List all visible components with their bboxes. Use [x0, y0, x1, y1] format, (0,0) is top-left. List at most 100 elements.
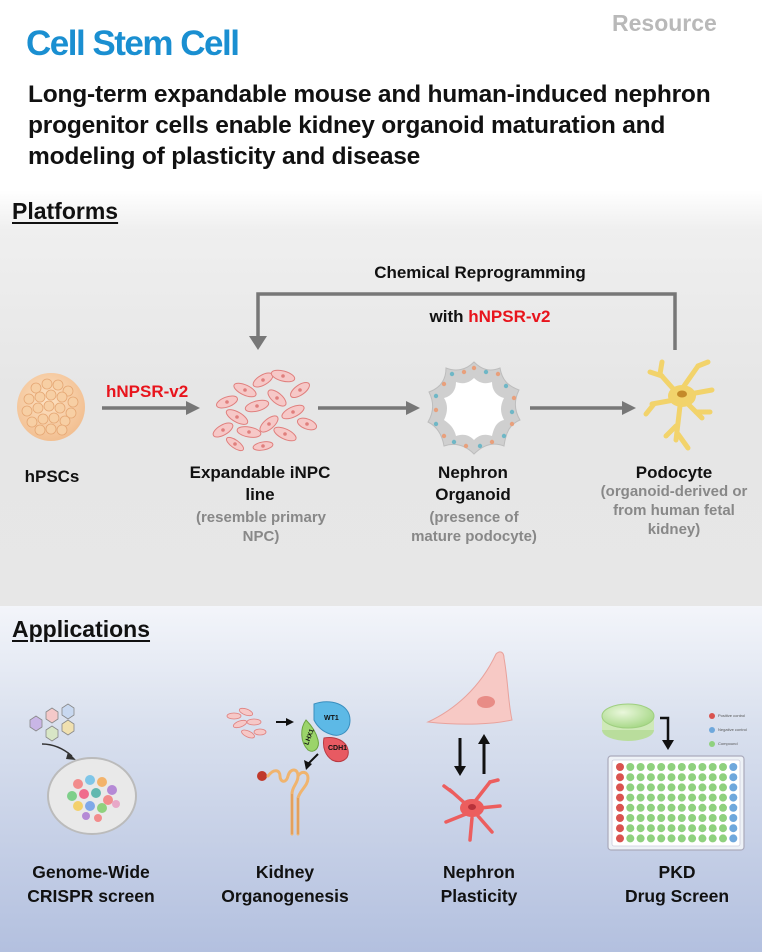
plate-well	[636, 773, 645, 782]
plate-well	[657, 834, 666, 843]
plate-well	[677, 783, 686, 792]
plate-well	[667, 824, 676, 833]
plate-well	[636, 803, 645, 812]
plate-well	[719, 763, 727, 771]
plate-well	[636, 793, 645, 802]
hpsc-colony-icon	[17, 373, 85, 441]
plate-well	[719, 793, 727, 802]
app-plasticity-line2: Plasticity	[440, 886, 518, 906]
plate-well	[646, 763, 655, 771]
plate-well	[698, 814, 707, 822]
plate-well	[698, 834, 707, 843]
plate-well	[667, 773, 676, 782]
plate-well	[677, 773, 686, 782]
pkd-drug-screen-icon: Positive control Negative control Compou…	[601, 703, 747, 851]
plate-well	[698, 793, 707, 802]
plate-well	[657, 763, 666, 771]
plate-well	[708, 824, 717, 833]
plate-well	[616, 763, 624, 771]
plate-well	[667, 814, 676, 822]
plate-well	[616, 803, 624, 812]
plate-well	[698, 773, 707, 782]
plate-well	[667, 834, 676, 843]
plate-well	[677, 824, 686, 833]
podocyte-icon	[643, 359, 715, 451]
plate-well	[729, 783, 738, 792]
plate-well	[626, 814, 635, 822]
plate-well	[719, 814, 727, 822]
plate-well	[688, 814, 697, 822]
plate-well	[688, 803, 697, 812]
plate-well	[616, 814, 624, 822]
plate-well	[616, 793, 624, 802]
app-label-pkd: PKD Drug Screen	[592, 860, 762, 908]
plate-well	[667, 803, 676, 812]
node-label-inpc: Expandable iNPC line	[189, 463, 331, 504]
article-type: Resource	[612, 10, 717, 36]
plate-well	[636, 814, 645, 822]
node-label-podocyte: Podocyte	[635, 463, 713, 482]
plate-well	[657, 773, 666, 782]
plate-well	[657, 783, 666, 792]
plate-well	[719, 773, 727, 782]
app-crispr-line1: Genome-Wide	[32, 862, 150, 882]
plate-well	[677, 814, 686, 822]
plate-well	[616, 824, 624, 833]
crispr-screen-icon	[29, 703, 137, 835]
plate-well	[626, 773, 635, 782]
plate-well	[636, 824, 645, 833]
legend-negative: Negative control	[718, 727, 747, 732]
induction-arrow-label: hNPSR-v2	[106, 382, 189, 401]
plate-well	[688, 824, 697, 833]
plate-well	[688, 834, 697, 843]
plate-well	[657, 803, 666, 812]
plate-well	[626, 793, 635, 802]
plate-well	[719, 824, 727, 833]
organogenesis-icon: WT1 LHX1 CDH1	[226, 701, 351, 836]
plate-well	[667, 783, 676, 792]
well-plate	[616, 763, 738, 843]
plate-well	[616, 773, 624, 782]
plate-well	[698, 824, 707, 833]
plate-well	[729, 814, 738, 822]
plate-well	[708, 834, 717, 843]
plate-well	[729, 834, 738, 843]
plate-well	[626, 783, 635, 792]
node-label-organoid: Nephron Organoid	[435, 463, 511, 504]
app-label-crispr: Genome-Wide CRISPR screen	[6, 860, 176, 908]
plate-well	[616, 834, 624, 843]
platforms-panel	[0, 190, 762, 606]
plate-well	[708, 803, 717, 812]
plate-well	[646, 773, 655, 782]
plate-well	[708, 793, 717, 802]
journal-name: Cell Stem Cell	[26, 24, 240, 63]
plate-well	[677, 803, 686, 812]
plate-well	[636, 834, 645, 843]
plate-well	[616, 783, 624, 792]
legend-compound: Compound	[718, 741, 738, 746]
plate-well	[729, 773, 738, 782]
node-sub-inpc: (resemble primary NPC)	[195, 509, 327, 545]
plate-well	[688, 773, 697, 782]
plate-well	[708, 814, 717, 822]
plate-well	[729, 763, 738, 771]
chem-reprogramming-title: Chemical Reprogramming	[374, 263, 586, 282]
plate-well	[698, 803, 707, 812]
plate-well	[677, 834, 686, 843]
plate-well	[626, 763, 635, 771]
plate-well	[626, 824, 635, 833]
plate-well	[708, 773, 717, 782]
plate-well	[667, 763, 676, 771]
plate-well	[646, 793, 655, 802]
plasticity-icon	[426, 651, 513, 842]
app-label-plasticity: Nephron Plasticity	[404, 860, 554, 908]
plate-well	[698, 783, 707, 792]
plate-well	[677, 763, 686, 771]
plate-well	[657, 793, 666, 802]
app-pkd-line1: PKD	[658, 862, 696, 882]
platforms-heading: Platforms	[12, 198, 119, 224]
app-organogenesis-line1: Kidney	[255, 862, 315, 882]
